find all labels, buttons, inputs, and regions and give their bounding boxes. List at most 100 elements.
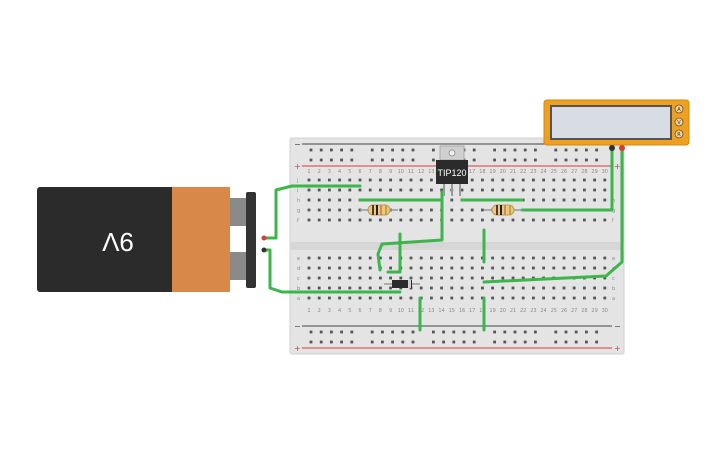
- rail-hole[interactable]: [350, 148, 354, 152]
- rail-hole[interactable]: [370, 148, 374, 152]
- breadboard-hole[interactable]: [481, 218, 484, 222]
- rail-hole[interactable]: [503, 340, 507, 344]
- breadboard-hole[interactable]: [440, 296, 443, 300]
- breadboard-hole[interactable]: [338, 256, 341, 260]
- breadboard-hole[interactable]: [552, 286, 556, 290]
- breadboard-hole[interactable]: [491, 188, 494, 192]
- breadboard-hole[interactable]: [491, 178, 494, 182]
- breadboard-hole[interactable]: [542, 188, 545, 192]
- rail-hole[interactable]: [513, 340, 517, 344]
- breadboard-hole[interactable]: [572, 266, 576, 270]
- breadboard-hole[interactable]: [552, 218, 556, 222]
- breadboard-hole[interactable]: [450, 208, 454, 212]
- breadboard-hole[interactable]: [440, 286, 443, 290]
- breadboard-hole[interactable]: [419, 218, 423, 222]
- breadboard-hole[interactable]: [348, 218, 352, 222]
- breadboard-hole[interactable]: [583, 218, 586, 222]
- breadboard-hole[interactable]: [430, 256, 433, 260]
- breadboard-hole[interactable]: [532, 188, 535, 192]
- rail-hole[interactable]: [564, 148, 568, 152]
- breadboard-hole[interactable]: [368, 296, 372, 300]
- breadboard-hole[interactable]: [460, 256, 464, 260]
- rail-hole[interactable]: [411, 330, 415, 334]
- breadboard-hole[interactable]: [430, 286, 433, 290]
- rail-hole[interactable]: [309, 330, 313, 334]
- breadboard-hole[interactable]: [583, 188, 586, 192]
- breadboard-hole[interactable]: [379, 178, 382, 182]
- breadboard-hole[interactable]: [481, 178, 484, 182]
- breadboard-hole[interactable]: [389, 188, 392, 192]
- rail-hole[interactable]: [340, 330, 343, 334]
- battery-minus-terminal[interactable]: [261, 247, 267, 253]
- diode[interactable]: [384, 280, 420, 288]
- breadboard-hole[interactable]: [307, 188, 311, 192]
- breadboard-hole[interactable]: [399, 296, 403, 300]
- rail-hole[interactable]: [319, 158, 323, 162]
- rail-hole[interactable]: [319, 330, 323, 334]
- breadboard-hole[interactable]: [603, 178, 607, 182]
- breadboard-hole[interactable]: [532, 266, 535, 270]
- breadboard-hole[interactable]: [368, 266, 372, 270]
- rail-hole[interactable]: [340, 148, 343, 152]
- breadboard-hole[interactable]: [593, 266, 596, 270]
- breadboard-hole[interactable]: [338, 218, 341, 222]
- breadboard-hole[interactable]: [379, 276, 382, 280]
- battery-plus-terminal[interactable]: [261, 235, 267, 241]
- breadboard-hole[interactable]: [470, 286, 474, 290]
- breadboard-hole[interactable]: [450, 276, 454, 280]
- rail-hole[interactable]: [391, 148, 394, 152]
- breadboard-hole[interactable]: [501, 188, 505, 192]
- breadboard-hole[interactable]: [583, 266, 586, 270]
- breadboard-hole[interactable]: [317, 286, 321, 290]
- breadboard-hole[interactable]: [328, 218, 331, 222]
- breadboard-hole[interactable]: [511, 276, 515, 280]
- breadboard-hole[interactable]: [562, 198, 566, 202]
- rail-hole[interactable]: [595, 158, 598, 162]
- breadboard-hole[interactable]: [338, 296, 341, 300]
- breadboard-hole[interactable]: [379, 188, 382, 192]
- rail-hole[interactable]: [493, 148, 496, 152]
- breadboard-hole[interactable]: [603, 188, 607, 192]
- breadboard-hole[interactable]: [501, 286, 505, 290]
- breadboard-hole[interactable]: [440, 276, 443, 280]
- breadboard-hole[interactable]: [358, 188, 362, 192]
- breadboard-hole[interactable]: [419, 188, 423, 192]
- breadboard-hole[interactable]: [542, 266, 545, 270]
- rail-hole[interactable]: [370, 340, 374, 344]
- breadboard-hole[interactable]: [358, 266, 362, 270]
- rail-hole[interactable]: [391, 158, 394, 162]
- breadboard-hole[interactable]: [501, 296, 505, 300]
- breadboard-hole[interactable]: [450, 296, 454, 300]
- rail-hole[interactable]: [401, 330, 405, 334]
- rail-hole[interactable]: [340, 340, 343, 344]
- breadboard-hole[interactable]: [501, 256, 505, 260]
- rail-hole[interactable]: [309, 158, 313, 162]
- rail-hole[interactable]: [452, 330, 456, 334]
- breadboard-hole[interactable]: [562, 256, 566, 260]
- breadboard-hole[interactable]: [572, 198, 576, 202]
- breadboard-hole[interactable]: [511, 286, 515, 290]
- wire-to-meter[interactable]: [520, 148, 614, 212]
- rail-hole[interactable]: [381, 158, 384, 162]
- breadboard-hole[interactable]: [532, 218, 535, 222]
- breadboard-hole[interactable]: [409, 296, 413, 300]
- breadboard-hole[interactable]: [481, 296, 484, 300]
- breadboard-hole[interactable]: [399, 188, 403, 192]
- breadboard-hole[interactable]: [368, 188, 372, 192]
- rail-hole[interactable]: [411, 148, 415, 152]
- wire-battery-plus[interactable]: [261, 184, 362, 240]
- breadboard-hole[interactable]: [552, 266, 556, 270]
- rail-hole[interactable]: [574, 340, 578, 344]
- breadboard-hole[interactable]: [572, 188, 576, 192]
- rail-hole[interactable]: [523, 148, 527, 152]
- breadboard-hole[interactable]: [389, 266, 392, 270]
- rail-hole[interactable]: [319, 340, 323, 344]
- breadboard-hole[interactable]: [348, 198, 352, 202]
- breadboard-hole[interactable]: [511, 296, 515, 300]
- breadboard-hole[interactable]: [430, 276, 433, 280]
- breadboard-hole[interactable]: [552, 256, 556, 260]
- breadboard-hole[interactable]: [593, 218, 596, 222]
- breadboard-hole[interactable]: [470, 218, 474, 222]
- breadboard-hole[interactable]: [470, 188, 474, 192]
- breadboard-hole[interactable]: [542, 198, 545, 202]
